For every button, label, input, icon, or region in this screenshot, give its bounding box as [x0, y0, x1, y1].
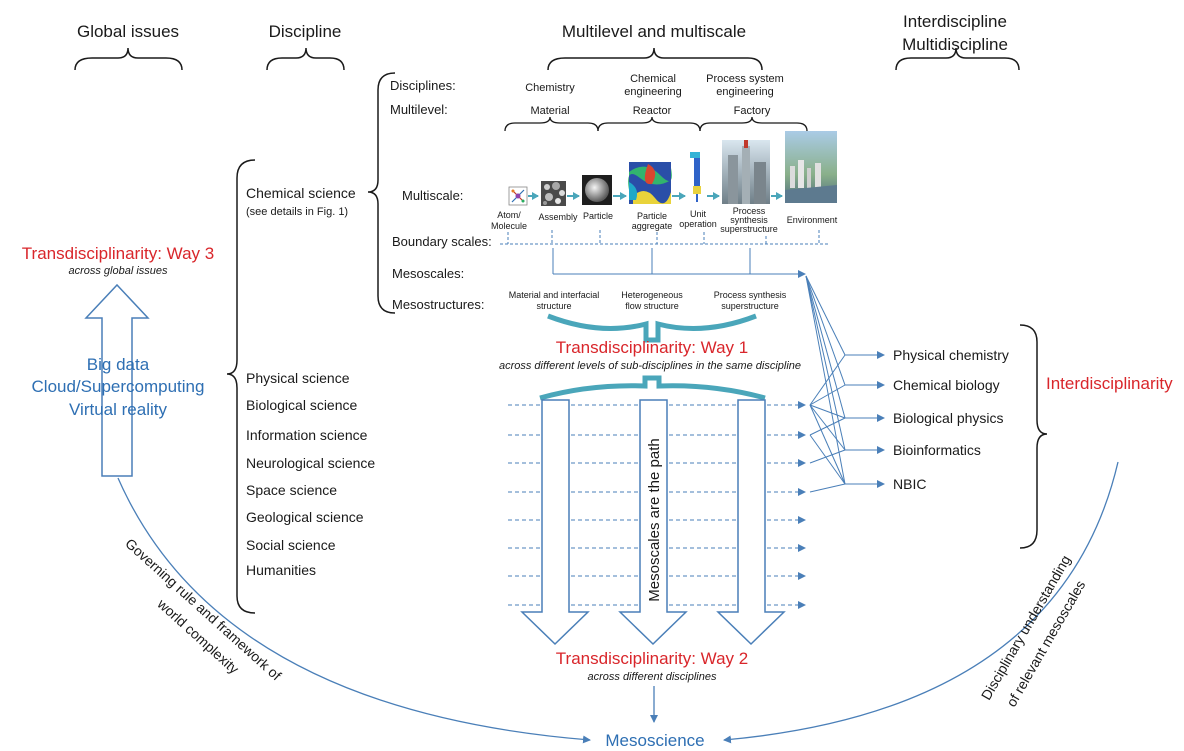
process-superstructure-image — [722, 140, 770, 204]
scale-assembly: Assembly — [538, 212, 578, 222]
row-label-mesoscales: Mesoscales: — [392, 266, 464, 281]
teal-brace-way1 — [547, 313, 757, 343]
brace-global — [74, 47, 183, 71]
header-multilevel: Multilevel and multiscale — [562, 22, 746, 41]
particle-image — [582, 175, 612, 205]
particle-aggregate-image — [628, 162, 672, 204]
level-factory: Factory — [734, 105, 771, 117]
meso-structure-1a: Material and interfacial — [509, 290, 600, 300]
science-information: Information science — [246, 427, 368, 443]
chemical-science-note: (see details in Fig. 1) — [246, 206, 348, 218]
scale-environment: Environment — [787, 215, 838, 225]
header-global-issues: Global issues — [77, 22, 179, 41]
brace-sciences — [226, 159, 256, 614]
science-physical: Physical science — [246, 370, 350, 386]
interdisciplinarity-label: Interdisciplinarity — [1046, 374, 1173, 393]
way1-title: Transdisciplinarity: Way 1 — [556, 338, 748, 357]
way3-title: Transdisciplinarity: Way 3 — [22, 244, 214, 263]
inter-physical-chemistry: Physical chemistry — [893, 347, 1009, 363]
science-neurological: Neurological science — [246, 455, 375, 471]
level-material: Material — [530, 105, 569, 117]
science-biological: Biological science — [246, 397, 357, 413]
scale-aggregate-1: Particle — [637, 211, 667, 221]
col-chemical-engineering-1: Chemical — [630, 73, 676, 85]
meso-structure-3b: superstructure — [721, 301, 779, 311]
environment-image — [785, 131, 837, 203]
row-label-multiscale: Multiscale: — [402, 188, 463, 203]
brace-chemical-block — [367, 72, 396, 314]
row-label-boundary: Boundary scales: — [392, 234, 492, 249]
meso-structure-1b: structure — [536, 301, 571, 311]
atom-molecule-image — [508, 186, 528, 206]
row-label-disciplines: Disciplines: — [390, 78, 456, 93]
col-pse-2: engineering — [716, 86, 774, 98]
header-interdiscipline: Interdiscipline — [903, 12, 1007, 31]
scale-unit-1: Unit — [690, 209, 707, 219]
inter-nbic: NBIC — [893, 476, 926, 492]
tech-cloud: Cloud/Supercomputing — [32, 377, 205, 396]
interdisciplinary-fan-lines — [805, 275, 885, 493]
chemical-science-label: Chemical science — [246, 185, 356, 201]
science-geological: Geological science — [246, 509, 364, 525]
science-space: Space science — [246, 482, 337, 498]
header-discipline: Discipline — [269, 22, 342, 41]
header-multidiscipline: Multidiscipline — [902, 35, 1008, 54]
down-arrow-middle — [618, 399, 688, 646]
scale-unit-2: operation — [679, 219, 717, 229]
brace-interdiscipline — [895, 47, 1020, 71]
big-down-arrows — [520, 399, 786, 646]
scale-particle: Particle — [583, 211, 613, 221]
tech-vr: Virtual reality — [69, 400, 167, 419]
scale-aggregate-2: aggregate — [632, 221, 673, 231]
mesoscience-label: Mesoscience — [605, 731, 704, 750]
mesoscales-path-label: Mesoscales are the path — [646, 438, 663, 601]
brace-reactor — [597, 116, 701, 132]
row-label-mesostructures: Mesostructures: — [392, 297, 484, 312]
col-chemistry: Chemistry — [525, 82, 575, 94]
brace-factory — [699, 116, 808, 132]
science-humanities: Humanities — [246, 562, 316, 578]
scale-process-2: synthesis — [730, 215, 768, 225]
brace-discipline — [266, 47, 345, 71]
row-label-multilevel: Multilevel: — [390, 102, 448, 117]
scale-process-3: superstructure — [720, 224, 778, 234]
inter-biological-physics: Biological physics — [893, 410, 1004, 426]
level-reactor: Reactor — [633, 105, 672, 117]
way3-subtitle: across global issues — [68, 265, 168, 277]
meso-structure-3a: Process synthesis — [714, 290, 787, 300]
teal-arc-way2 — [539, 375, 766, 401]
way2-title: Transdisciplinarity: Way 2 — [556, 649, 748, 668]
scale-process-1: Process — [733, 206, 766, 216]
tech-big-data: Big data — [87, 355, 150, 374]
big-up-arrow — [84, 283, 150, 477]
brace-material — [504, 116, 599, 132]
down-arrow-right — [716, 399, 786, 646]
col-chemical-engineering-2: engineering — [624, 86, 682, 98]
right-arc — [723, 461, 1119, 744]
boundary-scales-bracket — [500, 230, 828, 245]
col-pse-1: Process system — [706, 73, 784, 85]
down-arrow-left — [520, 399, 590, 646]
assembly-image — [541, 181, 566, 206]
left-arc-text-1: Governing rule and framework of — [122, 535, 284, 683]
meso-structure-2a: Heterogeneous — [621, 290, 683, 300]
unit-operation-image — [688, 150, 706, 202]
brace-multilevel — [547, 47, 763, 71]
scale-atom-1: Atom/ — [497, 210, 521, 220]
brace-interdisciplinarity — [1019, 324, 1048, 549]
scale-atom-2: Molecule — [491, 221, 527, 231]
inter-chemical-biology: Chemical biology — [893, 377, 1000, 393]
mesoscales-line — [552, 248, 806, 278]
way1-subtitle: across different levels of sub-disciplin… — [499, 360, 801, 372]
way2-subtitle: across different disciplines — [587, 671, 717, 683]
meso-structure-2b: flow structure — [625, 301, 679, 311]
left-arc — [117, 477, 591, 744]
inter-bioinformatics: Bioinformatics — [893, 442, 981, 458]
science-social: Social science — [246, 537, 336, 553]
